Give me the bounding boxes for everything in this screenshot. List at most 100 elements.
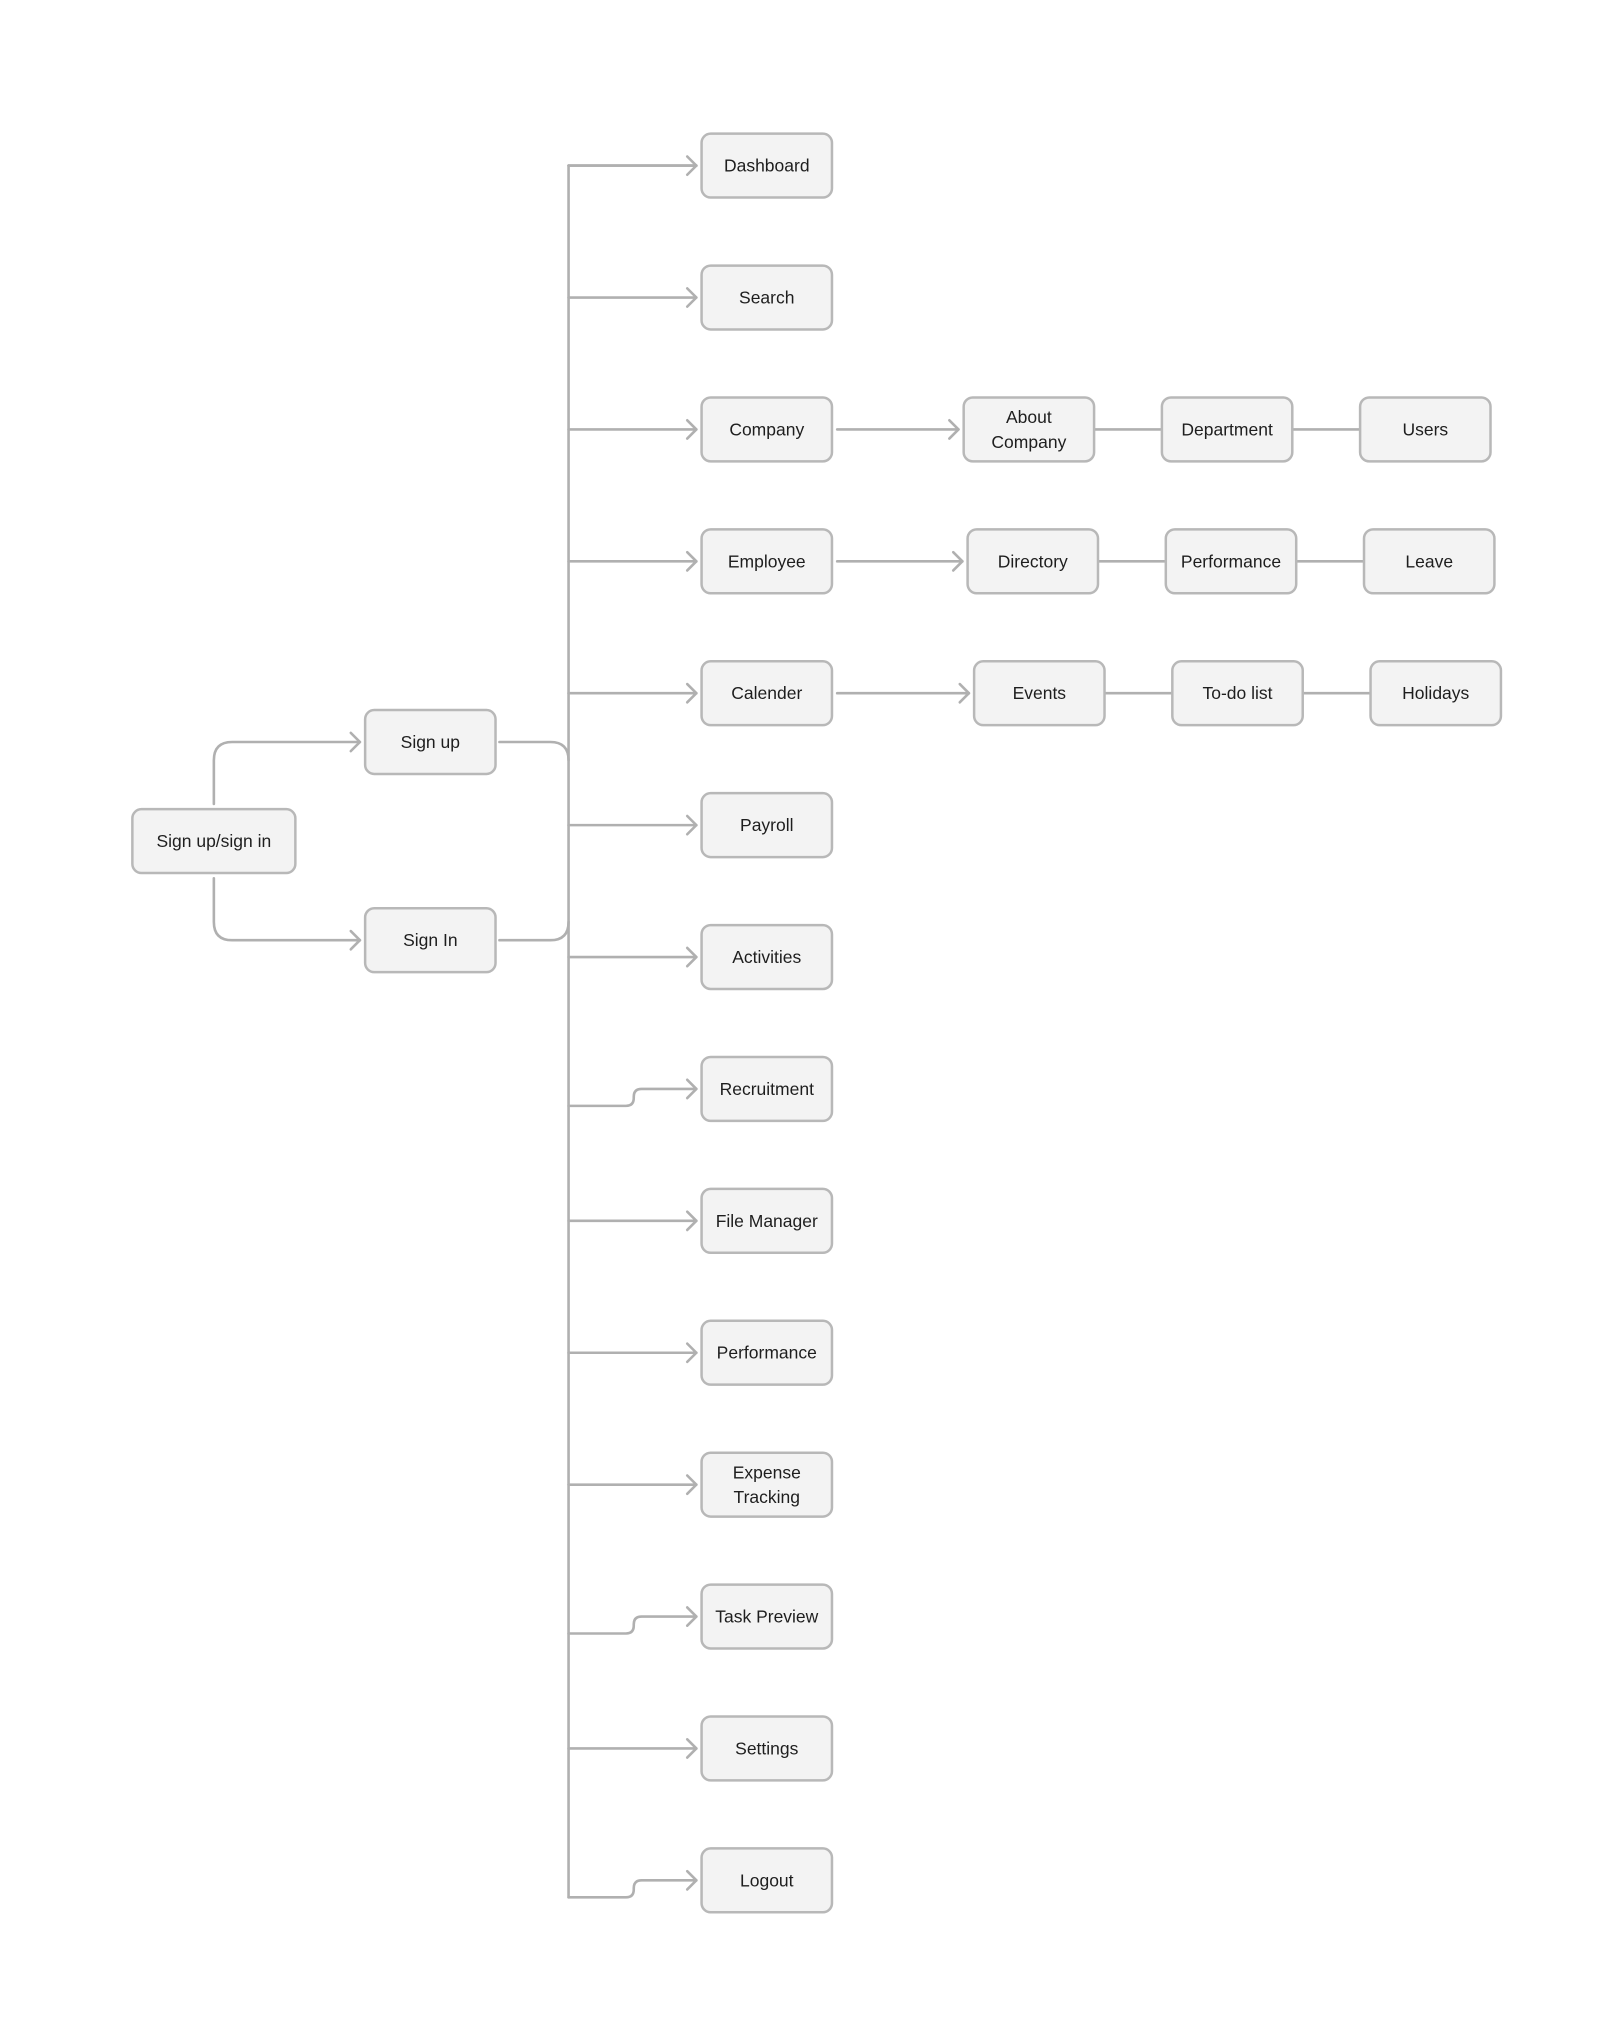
node-label: Holidays [1402,683,1469,703]
node-holidays[interactable]: Holidays [1369,660,1503,727]
node-label: Company [729,419,804,439]
node-logout[interactable]: Logout [700,1847,834,1914]
node-box [700,660,834,727]
node-label: Settings [735,1738,798,1758]
node-performance[interactable]: Performance [700,1319,834,1386]
node-activities[interactable]: Activities [700,923,834,991]
node-box [1164,528,1298,595]
node-label: Sign up/sign in [156,831,271,851]
arrowhead [349,731,362,753]
arrowhead [685,814,698,836]
node-label: Employee [728,551,806,571]
node-box [966,528,1100,595]
node-employee-performance[interactable]: Performance [1164,528,1298,595]
edge-root-signup [212,740,362,806]
node-label: Events [1013,683,1067,703]
node-file-manager[interactable]: File Manager [700,1187,834,1255]
node-label: Sign up [401,732,460,752]
node-department[interactable]: Department [1160,396,1294,463]
arrowhead [685,1738,698,1759]
node-recruitment[interactable]: Recruitment [700,1055,834,1123]
arrowhead [685,1869,698,1891]
arrowhead [685,1078,698,1100]
node-label: Performance [717,1343,817,1363]
node-label: Dashboard [724,156,810,176]
node-label: Performance [1181,551,1281,571]
node-box [700,1055,834,1123]
node-box [363,907,497,974]
edge-trunk-recruitment [567,1087,698,1108]
node-box [700,1715,834,1782]
node-box [700,528,834,595]
node-box [700,1583,834,1650]
node-box [131,807,297,875]
node-search[interactable]: Search [700,264,834,331]
node-box [700,264,834,331]
connector-layer [212,155,1375,1899]
edge-signin-trunk [498,920,570,942]
edge-trunk-logout [567,1879,698,1899]
node-box [700,1187,834,1255]
node-label: Users [1402,419,1448,439]
arrowhead [951,550,964,572]
node-task-preview[interactable]: Task Preview [700,1583,834,1650]
node-box [700,1847,834,1914]
node-box [972,660,1106,727]
node-todo-list[interactable]: To-do list [1171,660,1304,727]
node-label: Payroll [740,815,794,835]
arrowhead [685,682,698,704]
node-box [700,923,834,991]
arrowhead [948,418,960,440]
node-label: To-do list [1203,683,1273,703]
node-box [1362,528,1496,595]
node-directory[interactable]: Directory [966,528,1100,595]
node-label: Calender [731,683,802,703]
arrowhead [685,1342,698,1364]
arrowhead [349,929,362,951]
node-signin[interactable]: Sign In [363,907,497,974]
node-payroll[interactable]: Payroll [700,791,834,859]
node-label: Sign In [403,930,457,950]
arrowhead [685,1606,698,1627]
node-label: File Manager [716,1211,818,1231]
node-box [363,708,497,776]
node-signup[interactable]: Sign up [363,708,497,776]
node-layer: Sign up/sign in Sign up Sign In DashboardSe… [131,132,1503,1914]
node-label: Activities [732,947,801,967]
edge-root-signin [212,876,362,942]
node-label: Recruitment [720,1079,814,1099]
edge-trunk-task-preview [567,1615,698,1635]
node-box [1358,396,1492,463]
node-label: Directory [998,551,1068,571]
node-label: Logout [740,1870,794,1890]
edge-signup-trunk [498,740,570,762]
arrowhead [958,682,971,704]
node-root[interactable]: Sign up/sign in [131,807,297,875]
node-box [700,132,834,199]
arrowhead [685,1474,698,1496]
node-settings[interactable]: Settings [700,1715,834,1782]
node-label: Task Preview [715,1607,818,1627]
node-dashboard[interactable]: Dashboard [700,132,834,199]
node-box [1160,396,1294,463]
node-company[interactable]: Company [700,396,834,463]
node-employee[interactable]: Employee [700,528,834,595]
node-box [1369,660,1503,727]
node-box [700,1451,834,1518]
node-label: Leave [1405,551,1453,571]
node-label: Department [1181,419,1273,439]
node-box [700,396,834,463]
arrowhead [685,1210,698,1232]
node-label: Search [739,288,794,308]
node-calender[interactable]: Calender [700,660,834,727]
node-box [700,1319,834,1386]
node-leave[interactable]: Leave [1362,528,1496,595]
node-users[interactable]: Users [1358,396,1492,463]
arrowhead [685,550,698,572]
node-events[interactable]: Events [972,660,1106,727]
